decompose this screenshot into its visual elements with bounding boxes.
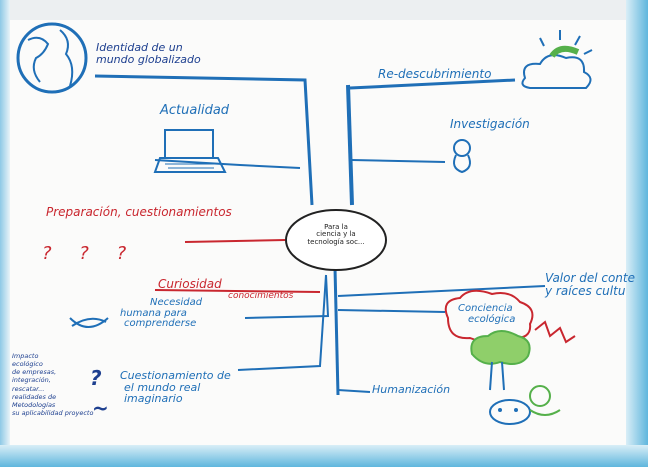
note-line-3: de empresas, [12, 368, 57, 377]
branch-necesidad [244, 274, 330, 319]
identidad-line-1: Identidad de un [96, 41, 183, 54]
cuestionamiento-label: Cuestionamiento de el mundo real imagina… [120, 370, 231, 405]
cuestionamiento-line-2: el mundo real [124, 380, 201, 394]
cuestionamiento-line-3: imaginario [124, 392, 183, 406]
center-spine [346, 84, 354, 206]
actualidad-label: Actualidad [160, 103, 230, 118]
note-line-2: ecológico [12, 360, 43, 369]
identidad-label: Identidad de un mundo globalizado [96, 42, 201, 65]
red-zigzag [534, 320, 576, 344]
question-marks: ? ? ? [42, 243, 127, 264]
valor-line-2: y raíces cultu [545, 283, 626, 298]
conciencia-line-1: Conciencia [458, 303, 513, 314]
globe-icon [16, 22, 88, 94]
branch-preparacion [184, 239, 286, 243]
cuestionamiento-line-1: Cuestionamiento de [120, 369, 231, 382]
paper-bottom-edge [0, 445, 648, 467]
question-mark-2: ? [79, 243, 89, 264]
center-line-1: Para la [324, 223, 348, 231]
swirl-question-mark: ? [90, 366, 102, 390]
paper-left-edge [0, 0, 10, 467]
necesidad-label: Necesidad humana para comprenderse [120, 297, 203, 330]
valor-line-1: Valor del conte [545, 271, 635, 285]
note-line-8: su aplicabilidad proyecto [12, 408, 94, 417]
tree-icon [470, 330, 531, 391]
curiosidad-label: Curiosidad [158, 277, 222, 291]
people-icon [489, 385, 561, 425]
note-line-4: integración, [12, 376, 51, 385]
conciencia-line-2: ecológica [468, 313, 516, 325]
small-notes: Impacto ecológico de empresas, integraci… [12, 352, 93, 417]
tilde-mark: ~ [92, 396, 109, 420]
note-line-6: realidades de [12, 392, 57, 401]
paper-right-edge [626, 0, 648, 467]
conocimientos-label: conocimientos [228, 291, 294, 301]
preparacion-label: Preparación, cuestionamientos [46, 205, 232, 219]
humanizacion-label: Humanización [372, 383, 451, 396]
paper-top-edge [0, 0, 648, 20]
question-mark-1: ? [42, 243, 52, 264]
branch-investigacion [351, 159, 446, 163]
cloud-sun-icon [521, 30, 593, 89]
note-line-7: Metodologías [12, 400, 56, 409]
center-line-3: tecnología soc... [307, 237, 365, 246]
branch-curiosidad [154, 289, 321, 293]
center-topic: Para la ciencia y la tecnología soc... [300, 223, 372, 246]
identidad-line-2: mundo globalizado [96, 52, 201, 66]
valor-label: Valor del conte y raíces cultu [545, 272, 635, 297]
conciencia-label: Conciencia ecológica [458, 303, 516, 325]
eye-swoosh-icon [69, 317, 109, 328]
redescubrimiento-label: Re-descubrimiento [378, 67, 492, 81]
conciencia-cloud [444, 289, 534, 343]
branch-actualidad [154, 159, 301, 169]
question-mark-3: ? [116, 243, 127, 264]
necesidad-line-1: Necesidad [150, 297, 203, 308]
lightbulb-icon [453, 139, 471, 174]
note-line-5: rescatar... [12, 384, 45, 393]
branch-cuestionamiento [237, 274, 327, 371]
branch-humanizacion [337, 389, 371, 393]
center-spine-lower [333, 267, 340, 396]
investigacion-label: Investigación [450, 117, 530, 131]
necesidad-line-3: comprenderse [124, 318, 197, 329]
center-ellipse [285, 209, 387, 271]
branch-valor [337, 285, 546, 297]
branch-redescubrimiento [349, 78, 516, 90]
necesidad-line-2: humana para [120, 307, 187, 319]
branch-identidad [94, 74, 314, 206]
note-line-1: Impacto [12, 352, 39, 360]
center-line-2: ciencia y la [316, 230, 356, 239]
laptop-icon [153, 129, 227, 173]
branch-conciencia [337, 309, 446, 313]
